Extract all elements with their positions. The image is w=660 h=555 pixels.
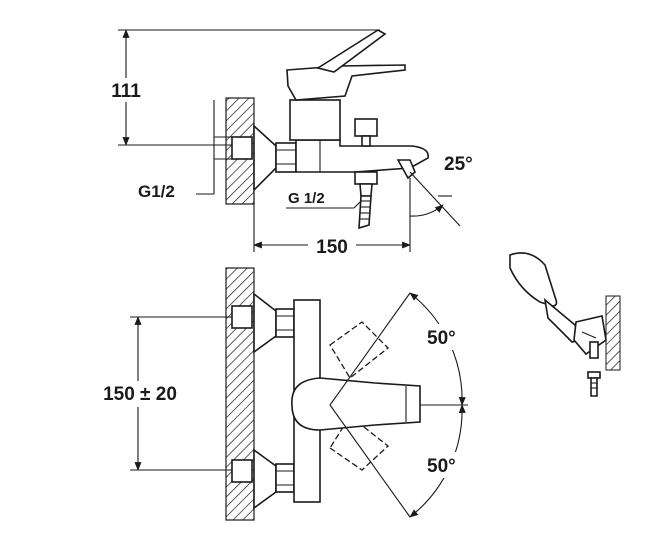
side-view: 111 G1/2 G 1/2 150 25° bbox=[104, 29, 473, 258]
dim-connection-thread: G1/2 bbox=[138, 182, 175, 201]
dim-body-height: 111 bbox=[111, 81, 141, 102]
dim-center-distance: 150 ± 20 bbox=[103, 384, 177, 405]
dim-spout-angle: 25° bbox=[444, 154, 473, 175]
dim-spout-reach: 150 bbox=[316, 237, 348, 258]
dim-lever-angle-up: 50° bbox=[427, 328, 456, 349]
dim-shower-outlet-thread: G 1/2 bbox=[288, 190, 325, 207]
hand-shower-illustration bbox=[509, 252, 621, 397]
front-view: 150 ± 20 50° 50° bbox=[86, 267, 468, 521]
dim-lever-angle-down: 50° bbox=[427, 456, 456, 477]
